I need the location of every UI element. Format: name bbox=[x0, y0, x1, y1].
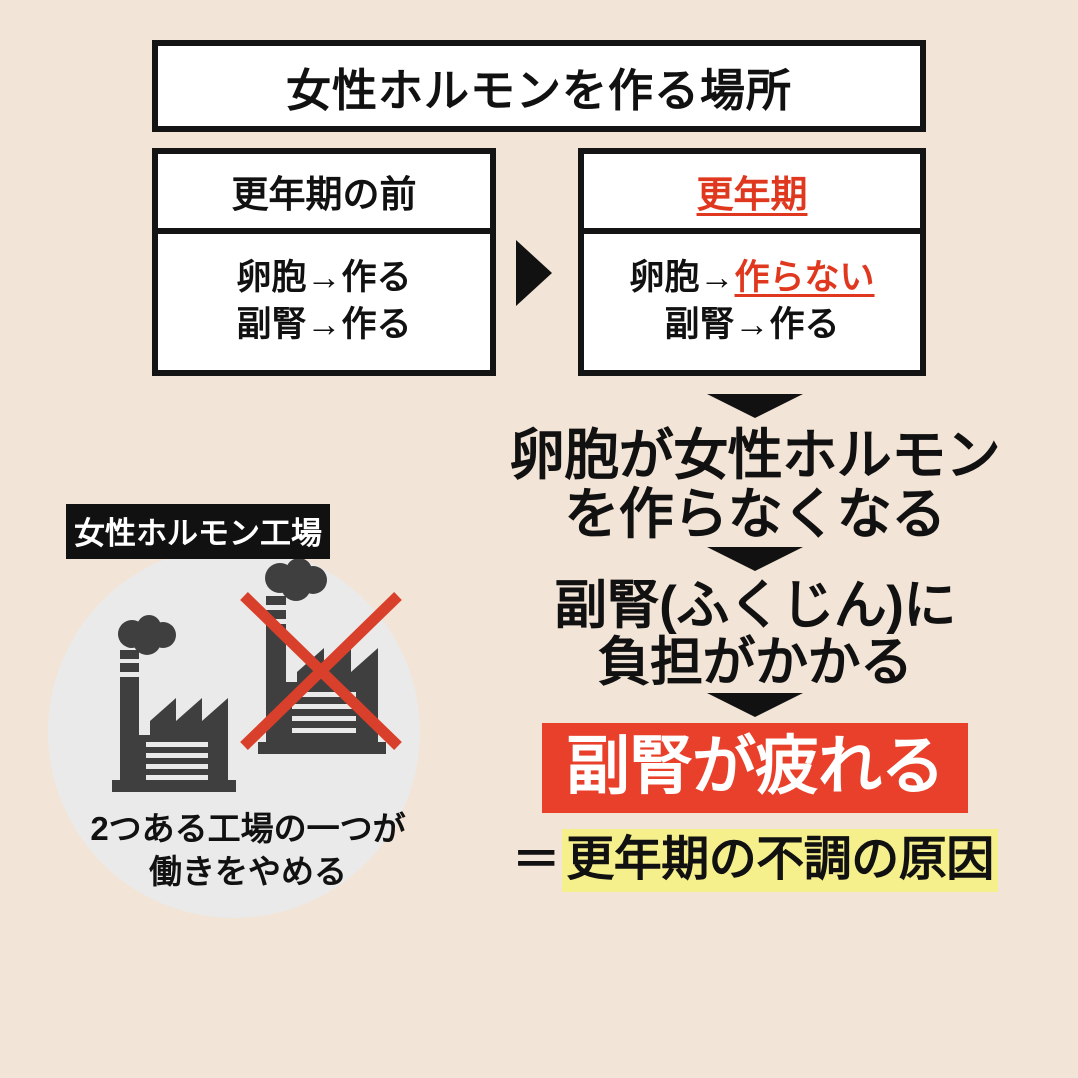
play-triangle-icon bbox=[516, 240, 552, 306]
chevron-down-icon-3 bbox=[707, 691, 803, 718]
before-line1-subject: 卵胞→ bbox=[236, 258, 342, 298]
factory-caption-line-2: 働きをやめる bbox=[149, 852, 347, 890]
flow-step-1-line-2: を作らなくなる bbox=[564, 483, 946, 546]
red-cross-out-icon bbox=[240, 592, 402, 750]
comparison-box-before: 更年期の前 卵胞→作る 副腎→作る bbox=[152, 148, 496, 376]
working-factory-icon bbox=[112, 615, 236, 792]
flow-step-3-banner: 副腎が疲れる bbox=[542, 723, 968, 814]
chevron-down-icon-2 bbox=[707, 545, 803, 571]
factory-caption-line-1: 2つある工場の一つが bbox=[90, 810, 406, 847]
factory-pair-illustration bbox=[68, 556, 408, 806]
before-line1-result: 作る bbox=[341, 258, 412, 298]
flow-step-2: 副腎(ふくじん)に 負担がかかる bbox=[554, 575, 956, 693]
before-line2-subject: 副腎→ bbox=[236, 305, 342, 344]
comparison-before-line-2: 副腎→作る bbox=[236, 303, 411, 348]
comparison-before-body: 卵胞→作る 副腎→作る bbox=[158, 234, 490, 370]
stopped-factory-icon bbox=[258, 558, 386, 754]
comparison-before-line-1: 卵胞→作る bbox=[236, 256, 411, 301]
flow-conclusion-highlight: 更年期の不調の原因 bbox=[562, 829, 998, 893]
consequence-flow: 卵胞が女性ホルモン を作らなくなる 副腎(ふくじん)に 負担がかかる 副腎が疲れ… bbox=[455, 392, 1055, 893]
comparison-before-heading-label: 更年期の前 bbox=[231, 174, 417, 215]
factory-panel-tag: 女性ホルモン工場 bbox=[66, 504, 330, 559]
after-line1-result: 作らない bbox=[734, 258, 875, 298]
comparison-box-after: 更年期 卵胞→作らない 副腎→作る bbox=[578, 148, 926, 376]
page-title-box: 女性ホルモンを作る場所 bbox=[152, 40, 926, 132]
comparison-before-header: 更年期の前 bbox=[158, 154, 490, 234]
comparison-after-line-2: 副腎→作る bbox=[664, 303, 839, 348]
page-title: 女性ホルモンを作る場所 bbox=[285, 64, 792, 116]
after-line2-subject: 副腎→ bbox=[664, 305, 770, 344]
equals-sign: ＝ bbox=[512, 833, 561, 887]
comparison-after-heading-label: 更年期 bbox=[696, 174, 808, 215]
factory-illustration-panel: 女性ホルモン工場 bbox=[38, 498, 458, 918]
comparison-after-body: 卵胞→作らない 副腎→作る bbox=[584, 234, 920, 370]
comparison-after-header: 更年期 bbox=[584, 154, 920, 234]
flow-step-2-line-1: 副腎(ふくじん)に bbox=[554, 575, 956, 635]
after-line2-result: 作る bbox=[769, 305, 840, 344]
flow-step-2-line-2: 負担がかかる bbox=[597, 633, 913, 693]
comparison-after-line-1: 卵胞→作らない bbox=[629, 256, 874, 301]
chevron-down-icon-1 bbox=[707, 392, 803, 418]
flow-step-1: 卵胞が女性ホルモン を作らなくなる bbox=[509, 424, 1001, 546]
after-line1-subject: 卵胞→ bbox=[629, 258, 735, 298]
flow-step-1-line-1: 卵胞が女性ホルモン bbox=[509, 424, 1001, 486]
factory-panel-caption: 2つある工場の一つが 働きをやめる bbox=[38, 808, 458, 894]
flow-conclusion: ＝ 更年期の不調の原因 bbox=[512, 829, 998, 893]
before-line2-result: 作る bbox=[341, 305, 412, 344]
